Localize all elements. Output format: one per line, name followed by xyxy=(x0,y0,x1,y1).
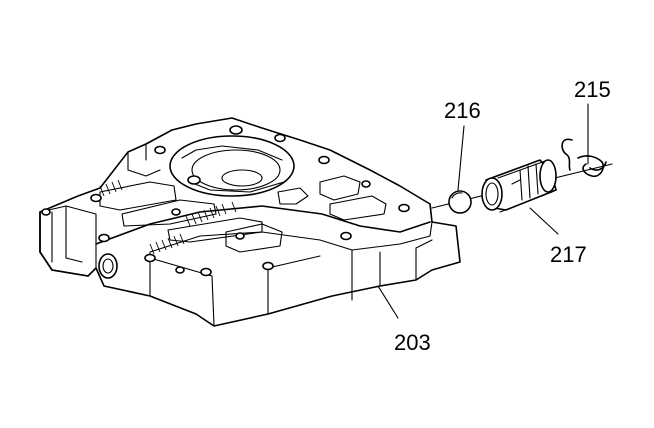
leader-203 xyxy=(377,285,399,319)
servo-bore xyxy=(169,135,295,197)
cast-lettering xyxy=(99,179,237,255)
bolt-holes xyxy=(41,125,410,277)
callout-215: 215 xyxy=(574,77,611,102)
check-ball xyxy=(448,190,472,214)
valve-body-top-edge xyxy=(95,205,431,245)
callout-216: 216 xyxy=(444,98,481,123)
callout-217: 217 xyxy=(550,242,587,267)
valve-body-outline xyxy=(39,117,461,327)
retaining-clip xyxy=(561,138,607,178)
valve-body xyxy=(39,117,461,327)
leader-217 xyxy=(529,207,559,235)
leader-lines xyxy=(377,103,589,319)
accumulator-piston xyxy=(481,159,557,213)
callout-203: 203 xyxy=(394,330,431,355)
leader-216 xyxy=(457,125,465,191)
